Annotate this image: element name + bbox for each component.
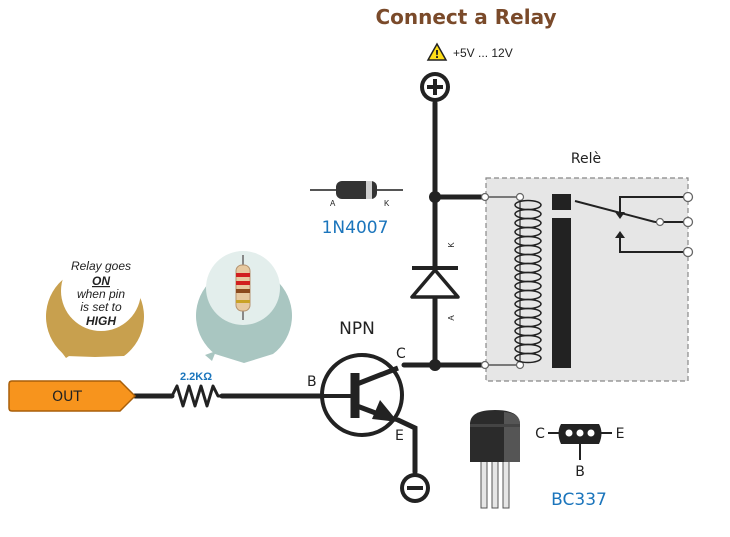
- bubble-line5: HIGH: [86, 314, 116, 328]
- relay-label: Relè: [571, 151, 601, 167]
- out-tag: [8, 380, 137, 412]
- warning-icon: !: [426, 42, 448, 61]
- contact-arrow: [615, 212, 625, 219]
- diode-symbol: [410, 266, 460, 299]
- bubble-line3: when pin: [77, 287, 125, 301]
- relay-core: [552, 194, 571, 210]
- relay-terminal: [682, 246, 694, 258]
- pinout-b-label: B: [575, 464, 585, 480]
- part-name: BC337: [551, 490, 607, 510]
- relay-terminal: [682, 216, 694, 228]
- wires: [132, 100, 488, 475]
- relay-coil: [480, 192, 542, 370]
- resistor-part-icon: [235, 255, 251, 320]
- diagram-title: Connect a Relay: [375, 5, 556, 29]
- relay-terminal: [682, 191, 694, 203]
- diode-part: [310, 181, 403, 199]
- contact-arrow: [615, 231, 625, 238]
- supply-label: +5V ... 12V: [453, 46, 513, 60]
- pin-e-label: E: [395, 428, 404, 444]
- diode-pin-k: K: [384, 199, 390, 208]
- diode-a-label: A: [447, 315, 456, 321]
- pinout-diagram: [548, 424, 612, 460]
- pin-c-label: C: [396, 346, 406, 362]
- pin-b-label: B: [307, 374, 317, 390]
- diode-pin-a: A: [330, 199, 336, 208]
- bubble-line2: ON: [92, 274, 110, 288]
- bubble-line1: Relay goes: [71, 259, 131, 273]
- minus-terminal-icon: [400, 473, 430, 503]
- pinout-e-label: E: [616, 426, 625, 442]
- transistor-type: NPN: [339, 319, 375, 339]
- diode-name: 1N4007: [322, 218, 389, 238]
- relay-core: [552, 218, 571, 368]
- resistor-value: 2.2KΩ: [180, 371, 212, 383]
- transistor-part-icon: [470, 410, 520, 509]
- bubble-line4: is set to: [80, 300, 122, 314]
- svg-text:!: !: [434, 48, 439, 61]
- junction-dot: [429, 359, 441, 371]
- resistor-bubble: [196, 251, 293, 363]
- plus-terminal-icon: [420, 72, 450, 102]
- junction-dot: [429, 191, 441, 203]
- pinout-c-label: C: [535, 426, 545, 442]
- diode-k-label: K: [447, 242, 456, 248]
- npn-transistor-symbol: [320, 353, 404, 437]
- relay-terminal: [655, 217, 665, 227]
- info-bubble: [46, 251, 144, 358]
- resistor-symbol: [170, 384, 222, 408]
- out-label: OUT: [52, 389, 82, 405]
